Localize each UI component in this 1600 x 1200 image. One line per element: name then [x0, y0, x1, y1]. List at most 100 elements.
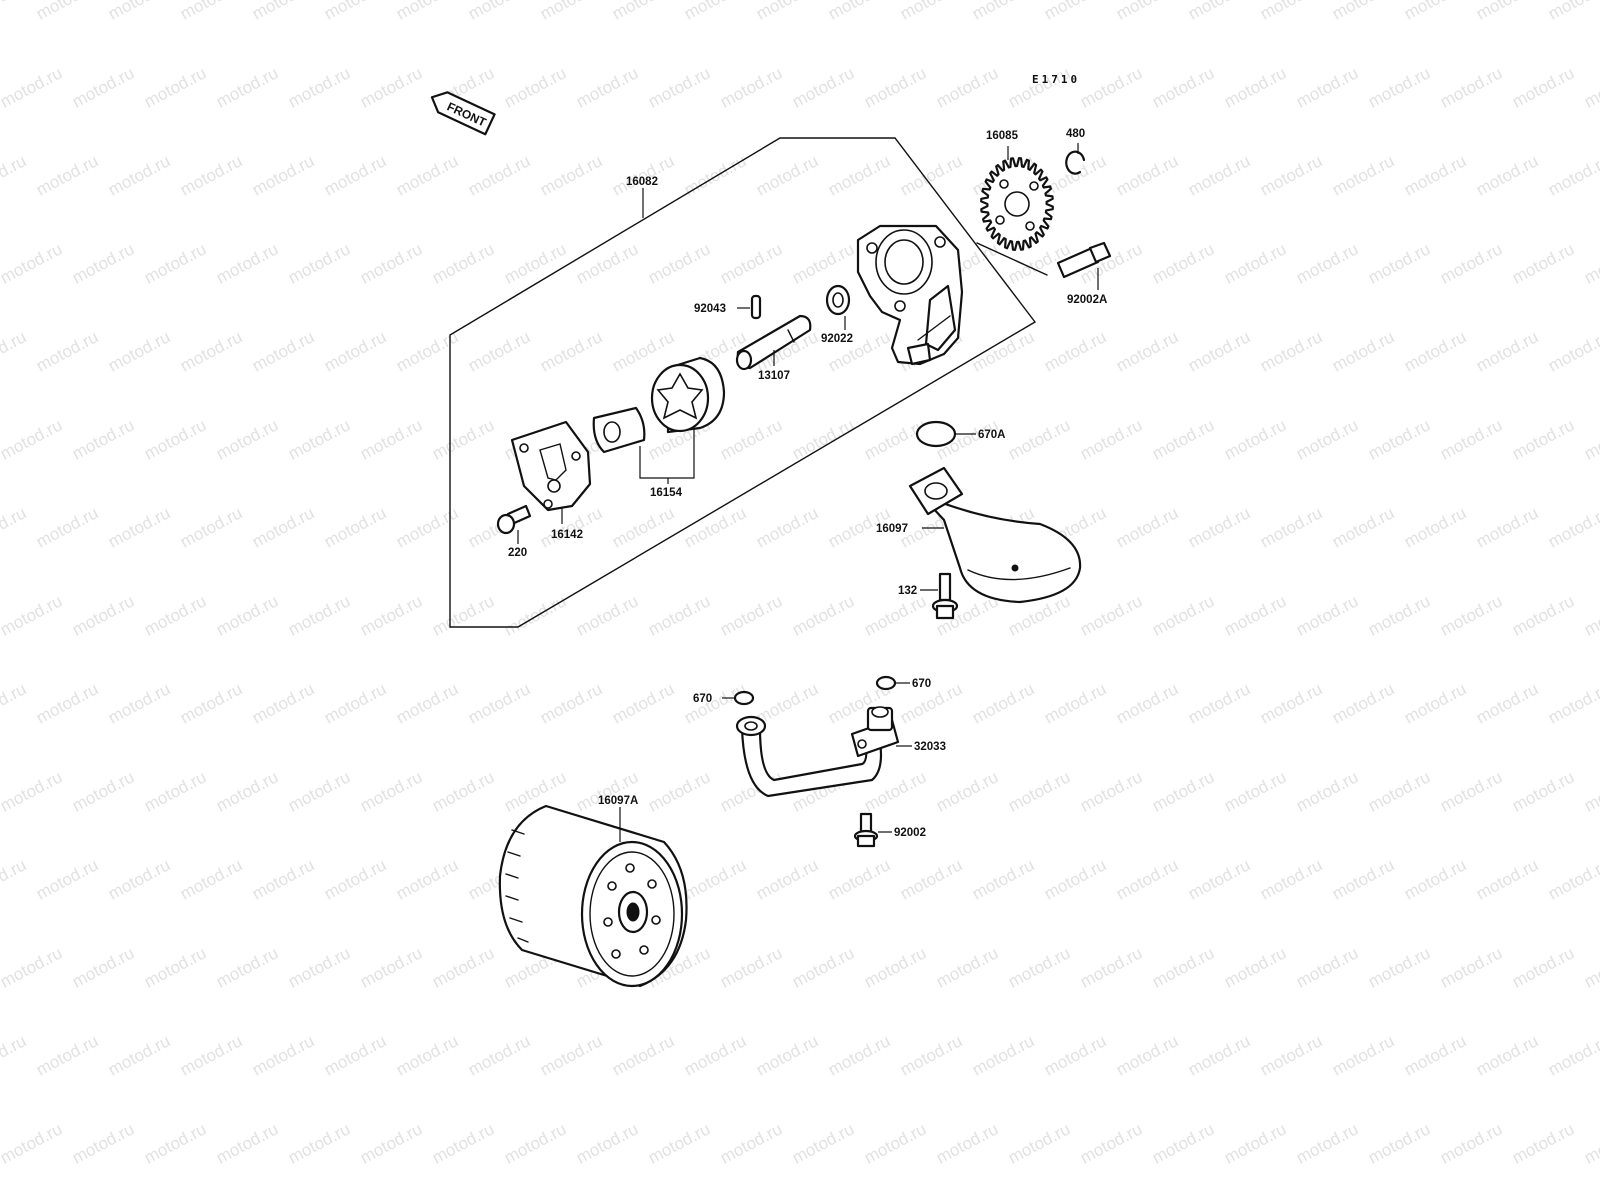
watermark-text: motod.ru [501, 767, 569, 815]
watermark-text: motod.ru [537, 0, 605, 24]
watermark-text: motod.ru [1113, 151, 1181, 199]
watermark-text: motod.ru [1437, 591, 1505, 639]
watermark-text: motod.ru [213, 63, 281, 111]
watermark-text: motod.ru [0, 63, 65, 111]
watermark-text: motod.ru [177, 327, 245, 375]
watermark-text: motod.ru [141, 943, 209, 991]
watermark-text: motod.ru [141, 63, 209, 111]
callout-480: 480 [1066, 128, 1085, 140]
watermark-text: motod.ru [0, 1119, 65, 1167]
watermark-text: motod.ru [0, 327, 29, 375]
watermark-text: motod.ru [429, 415, 497, 463]
watermark-text: motod.ru [1401, 151, 1469, 199]
watermark-text: motod.ru [1257, 679, 1325, 727]
watermark-text: motod.ru [789, 415, 857, 463]
watermark-text: motod.ru [717, 415, 785, 463]
watermark-text: motod.ru [969, 327, 1037, 375]
watermark-text: motod.ru [1149, 591, 1217, 639]
watermark-text: motod.ru [501, 239, 569, 287]
watermark-text: motod.ru [1329, 855, 1397, 903]
watermark-text: motod.ru [1365, 63, 1433, 111]
watermark-text: motod.ru [1221, 767, 1289, 815]
watermark-text: motod.ru [1113, 1031, 1181, 1079]
watermark-text: motod.ru [717, 943, 785, 991]
watermark-text: motod.ru [1185, 151, 1253, 199]
watermark-text: motod.ru [717, 239, 785, 287]
watermark-text: motod.ru [105, 0, 173, 24]
watermark-text: motod.ru [285, 239, 353, 287]
watermark-text: motod.ru [249, 855, 317, 903]
watermark-text: motod.ru [1473, 327, 1541, 375]
o-ring-670A-part [915, 420, 957, 448]
watermark-text: motod.ru [933, 63, 1001, 111]
watermark-text: motod.ru [681, 855, 749, 903]
callout-92002A: 92002A [1067, 294, 1107, 306]
callout-220: 220 [508, 547, 527, 559]
watermark-text: motod.ru [357, 63, 425, 111]
watermark-text: motod.ru [1581, 415, 1600, 463]
diagram-code: E1710 [1032, 73, 1080, 86]
watermark-text: motod.ru [177, 151, 245, 199]
watermark-text: motod.ru [105, 1031, 173, 1079]
watermark-text: motod.ru [1329, 151, 1397, 199]
watermark-text: motod.ru [357, 591, 425, 639]
watermark-text: motod.ru [609, 0, 677, 24]
watermark-text: motod.ru [33, 855, 101, 903]
watermark-text: motod.ru [1437, 239, 1505, 287]
watermark-text: motod.ru [249, 1031, 317, 1079]
watermark-text: motod.ru [897, 151, 965, 199]
watermark-text: motod.ru [285, 63, 353, 111]
watermark-text: motod.ru [393, 0, 461, 24]
callout-16142: 16142 [551, 529, 583, 541]
watermark-text: motod.ru [429, 943, 497, 991]
watermark-text: motod.ru [69, 591, 137, 639]
watermark-text: motod.ru [1185, 855, 1253, 903]
watermark-text: motod.ru [1041, 0, 1109, 24]
watermark-text: motod.ru [537, 151, 605, 199]
pump-body-part [856, 224, 964, 366]
watermark-text: motod.ru [1473, 855, 1541, 903]
watermark-text: motod.ru [177, 503, 245, 551]
watermark-text: motod.ru [753, 151, 821, 199]
watermark-text: motod.ru [1473, 151, 1541, 199]
callout-670-left: 670 [693, 693, 712, 705]
watermark-text: motod.ru [249, 151, 317, 199]
watermark-text: motod.ru [717, 1119, 785, 1167]
watermark-text: motod.ru [1545, 679, 1600, 727]
callout-16097A: 16097A [598, 795, 638, 807]
watermark-text: motod.ru [1329, 503, 1397, 551]
watermark-text: motod.ru [285, 415, 353, 463]
watermark-text: motod.ru [969, 0, 1037, 24]
callout-16097: 16097 [876, 523, 908, 535]
watermark-text: motod.ru [1581, 943, 1600, 991]
watermark-text: motod.ru [1149, 239, 1217, 287]
washer-92022-part [825, 284, 851, 316]
watermark-text: motod.ru [0, 679, 29, 727]
watermark-text: motod.ru [429, 1119, 497, 1167]
watermark-text: motod.ru [1149, 415, 1217, 463]
watermark-text: motod.ru [1149, 767, 1217, 815]
watermark-text: motod.ru [1473, 1031, 1541, 1079]
watermark-text: motod.ru [897, 0, 965, 24]
watermark-text: motod.ru [1113, 679, 1181, 727]
watermark-text: motod.ru [1329, 327, 1397, 375]
callout-92022: 92022 [821, 333, 853, 345]
watermark-text: motod.ru [1437, 767, 1505, 815]
watermark-text: motod.ru [1401, 855, 1469, 903]
watermark-text: motod.ru [1005, 767, 1073, 815]
callout-92002: 92002 [894, 827, 926, 839]
watermark-text: motod.ru [141, 1119, 209, 1167]
watermark-text: motod.ru [1005, 1119, 1073, 1167]
watermark-text: motod.ru [0, 767, 65, 815]
watermark-text: motod.ru [933, 943, 1001, 991]
watermark-text: motod.ru [681, 0, 749, 24]
watermark-text: motod.ru [213, 767, 281, 815]
watermark-text: motod.ru [1293, 591, 1361, 639]
watermark-text: motod.ru [177, 0, 245, 24]
watermark-text: motod.ru [1509, 767, 1577, 815]
watermark-text: motod.ru [789, 591, 857, 639]
watermark-text: motod.ru [33, 151, 101, 199]
watermark-text: motod.ru [1185, 0, 1253, 24]
o-ring-670-right-part [875, 675, 897, 691]
watermark-text: motod.ru [501, 63, 569, 111]
